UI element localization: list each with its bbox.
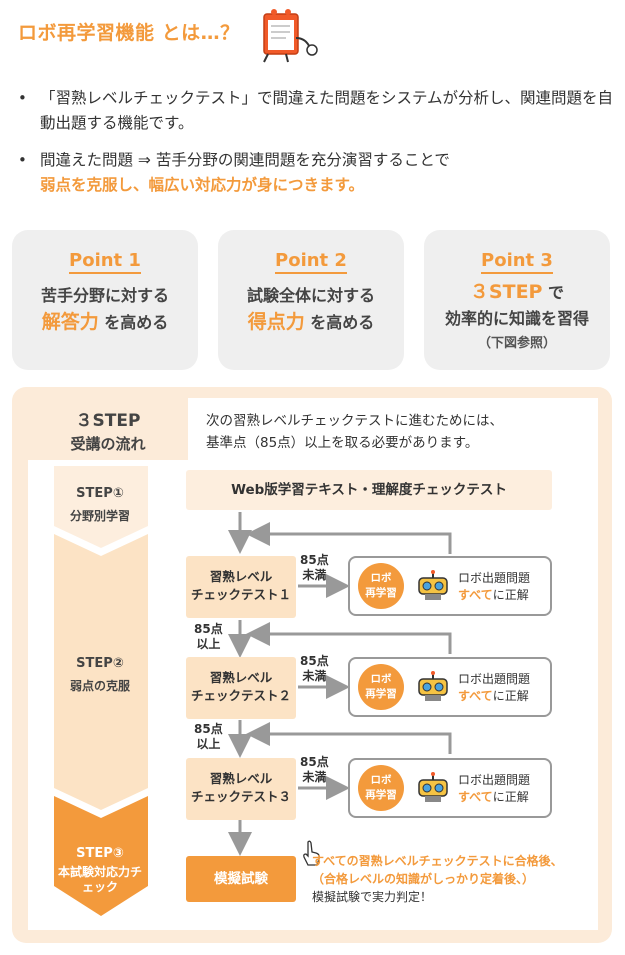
step-label-1: STEP① 分野別学習 bbox=[69, 486, 130, 523]
level-test-box-2: 習熟レベル チェックテスト２ bbox=[186, 657, 296, 719]
point-card-3: Point 3 ３STEP で 効率的に知識を習得 （下図参照） bbox=[424, 230, 610, 370]
below-score-label: 85点未満 bbox=[300, 755, 329, 784]
point-note: （下図参照） bbox=[477, 336, 556, 351]
bullet-list: 「習熟レベルチェックテスト」で間違えた問題をシステムが分析し、関連問題を自動出題… bbox=[18, 86, 618, 210]
below-score-label: 85点未満 bbox=[300, 553, 329, 582]
above-score-label: 85点以上 bbox=[194, 722, 223, 751]
page-title: ロボ再学習機能 とは…？ bbox=[18, 22, 240, 44]
robo-relearn-panel-3: ロボ再学習 ロボ出題問題すべてに正解 bbox=[348, 758, 552, 818]
robo-relearn-badge: ロボ再学習 bbox=[358, 765, 404, 811]
bullet-item: 間違えた問題 ⇒ 苦手分野の関連問題を充分演習することで 弱点を克服し、幅広い対… bbox=[18, 148, 618, 198]
robot-icon bbox=[418, 671, 448, 701]
flow-intro: 次の習熟レベルチェックテストに進むためには、 基準点（85点）以上を取る必要があ… bbox=[206, 413, 503, 451]
mock-exam-box: 模擬試験 bbox=[186, 856, 296, 902]
robot-icon bbox=[418, 570, 448, 600]
flow-header: ３STEP 受講の流れ bbox=[28, 398, 188, 460]
bullet-item: 「習熟レベルチェックテスト」で間違えた問題をシステムが分析し、関連問題を自動出題… bbox=[18, 86, 618, 136]
clipboard-robot-icon bbox=[263, 9, 318, 63]
point-card-1: Point 1 苦手分野に対する 解答力 を高める bbox=[12, 230, 198, 370]
level-test-box-3: 習熟レベル チェックテスト３ bbox=[186, 758, 296, 820]
robo-relearn-badge: ロボ再学習 bbox=[358, 664, 404, 710]
robo-condition-text: ロボ出題問題すべてに正解 bbox=[458, 571, 531, 602]
step-label-2: STEP② 弱点の克服 bbox=[69, 656, 130, 693]
point-title: Point 2 bbox=[275, 250, 347, 274]
bullet-highlight: 弱点を克服し、幅広い対応力が身につきます。 bbox=[40, 176, 364, 194]
level-test-box-1: 習熟レベル チェックテスト１ bbox=[186, 556, 296, 618]
above-score-label: 85点以上 bbox=[194, 622, 223, 651]
robot-icon bbox=[418, 772, 448, 802]
point-line: 苦手分野に対する bbox=[40, 286, 169, 305]
point-line: 効率的に知識を習得 bbox=[444, 309, 589, 328]
robo-condition-text: ロボ出題問題すべてに正解 bbox=[458, 672, 531, 703]
step-chevron-column bbox=[54, 466, 148, 916]
final-note: すべての習熟レベルチェックテストに合格後、 （合格レベルの知識がしっかり定着後、… bbox=[312, 854, 563, 904]
web-study-box: Web版学習テキスト・理解度チェックテスト bbox=[186, 470, 552, 510]
point-card-2: Point 2 試験全体に対する 得点力 を高める bbox=[218, 230, 404, 370]
point-title: Point 1 bbox=[69, 250, 141, 274]
point-title: Point 3 bbox=[481, 250, 553, 274]
robo-condition-text: ロボ出題問題すべてに正解 bbox=[458, 773, 531, 804]
point-strong: 得点力 bbox=[247, 311, 305, 333]
robo-relearn-panel-2: ロボ再学習 ロボ出題問題すべてに正解 bbox=[348, 657, 552, 717]
point-strong: 解答力 bbox=[41, 311, 99, 333]
point-line: 試験全体に対する bbox=[246, 286, 375, 305]
step-label-3: STEP③ 本試験対応力チェック bbox=[58, 846, 143, 894]
robo-relearn-panel-1: ロボ再学習 ロボ出題問題すべてに正解 bbox=[348, 556, 552, 616]
pointing-hand-icon bbox=[303, 840, 320, 866]
below-score-label: 85点未満 bbox=[300, 654, 329, 683]
point-strong: ３STEP bbox=[469, 281, 543, 303]
robo-relearn-badge: ロボ再学習 bbox=[358, 563, 404, 609]
